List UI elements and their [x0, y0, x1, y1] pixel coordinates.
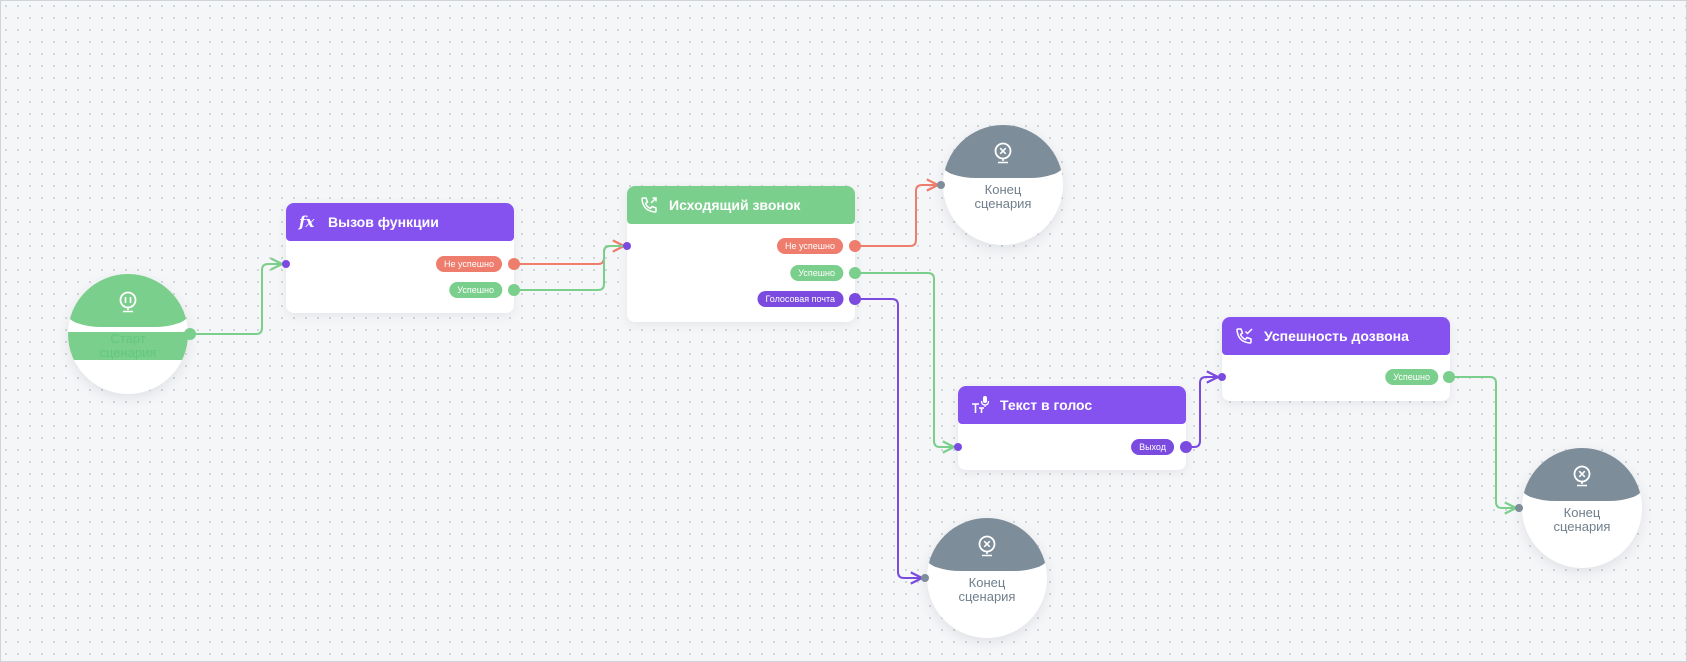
end-node-2[interactable]: Конец сценария	[927, 518, 1047, 638]
output-label-fail: Не успешно	[777, 238, 843, 254]
edge-call-success-to-tts	[855, 272, 954, 447]
function-input-port[interactable]	[282, 260, 290, 268]
node-function-call[interactable]: fx Вызов функции Не успешно Успешно	[286, 203, 514, 313]
start-node-label: Старт сценария	[68, 332, 188, 360]
edge-tts-exit-to-success	[1186, 377, 1218, 448]
outgoing-call-icon	[639, 195, 659, 215]
call-check-icon	[1234, 326, 1254, 346]
edge-success-to-end3	[1449, 376, 1516, 508]
end-node-label: Конец сценария	[974, 182, 1032, 211]
edge-call-fail-to-end1	[855, 185, 938, 247]
output-label-success: Успешно	[1385, 369, 1438, 385]
end1-input-port[interactable]	[937, 181, 945, 189]
call-input-port[interactable]	[623, 242, 631, 250]
function-output-port-fail[interactable]	[508, 258, 520, 270]
play-pause-icon	[119, 291, 137, 313]
success-output-port[interactable]	[1443, 371, 1455, 383]
edge-function-success-to-call	[514, 245, 624, 291]
node-tts-title: Текст в голос	[1000, 397, 1093, 413]
output-label-exit: Выход	[1131, 439, 1174, 455]
end-node-1[interactable]: Конец сценария	[943, 125, 1063, 245]
stop-icon	[994, 142, 1012, 164]
node-text-to-speech[interactable]: Текст в голос Выход	[958, 386, 1186, 470]
node-tts-header[interactable]: Текст в голос	[958, 386, 1186, 424]
node-call-success-header[interactable]: Успешность дозвона	[1222, 317, 1450, 355]
output-label-success: Успешно	[449, 282, 502, 298]
output-label-success: Успешно	[790, 265, 843, 281]
edge-start-to-function	[190, 264, 282, 335]
call-output-port-success[interactable]	[849, 267, 861, 279]
end2-input-port[interactable]	[921, 574, 929, 582]
output-label-voicemail: Голосовая почта	[757, 291, 843, 307]
node-function-call-header[interactable]: fx Вызов функции	[286, 203, 514, 241]
text-to-speech-icon	[970, 395, 990, 415]
end-node-3[interactable]: Конец сценария	[1522, 448, 1642, 568]
fx-icon: fx	[298, 212, 318, 232]
stop-icon	[978, 535, 996, 557]
end3-input-port[interactable]	[1515, 504, 1523, 512]
start-node-cap	[68, 274, 188, 327]
start-node[interactable]: Старт сценария	[68, 274, 188, 394]
tts-input-port[interactable]	[954, 443, 962, 451]
node-outgoing-call[interactable]: Исходящий звонок Не успешно Успешно Голо…	[627, 186, 855, 322]
edge-call-voicemail-to-end2	[855, 298, 922, 578]
start-output-port[interactable]	[184, 328, 196, 340]
end-node-cap	[1522, 448, 1642, 501]
end-node-label: Конец сценария	[1553, 505, 1611, 534]
call-output-port-fail[interactable]	[849, 240, 861, 252]
output-label-fail: Не успешно	[436, 256, 502, 272]
end-node-cap	[943, 125, 1063, 178]
node-call-success-title: Успешность дозвона	[1264, 328, 1409, 344]
node-outgoing-call-title: Исходящий звонок	[669, 197, 801, 213]
edge-function-fail-to-call	[514, 246, 624, 265]
node-function-call-title: Вызов функции	[328, 214, 439, 230]
success-input-port[interactable]	[1218, 373, 1226, 381]
stop-icon	[1573, 465, 1591, 487]
svg-text:fx: fx	[298, 213, 315, 231]
end-node-label: Конец сценария	[958, 575, 1016, 604]
tts-output-port-exit[interactable]	[1180, 441, 1192, 453]
node-outgoing-call-header[interactable]: Исходящий звонок	[627, 186, 855, 224]
end-node-cap	[927, 518, 1047, 571]
call-output-port-voicemail[interactable]	[849, 293, 861, 305]
function-output-port-success[interactable]	[508, 284, 520, 296]
node-call-success[interactable]: Успешность дозвона Успешно	[1222, 317, 1450, 401]
